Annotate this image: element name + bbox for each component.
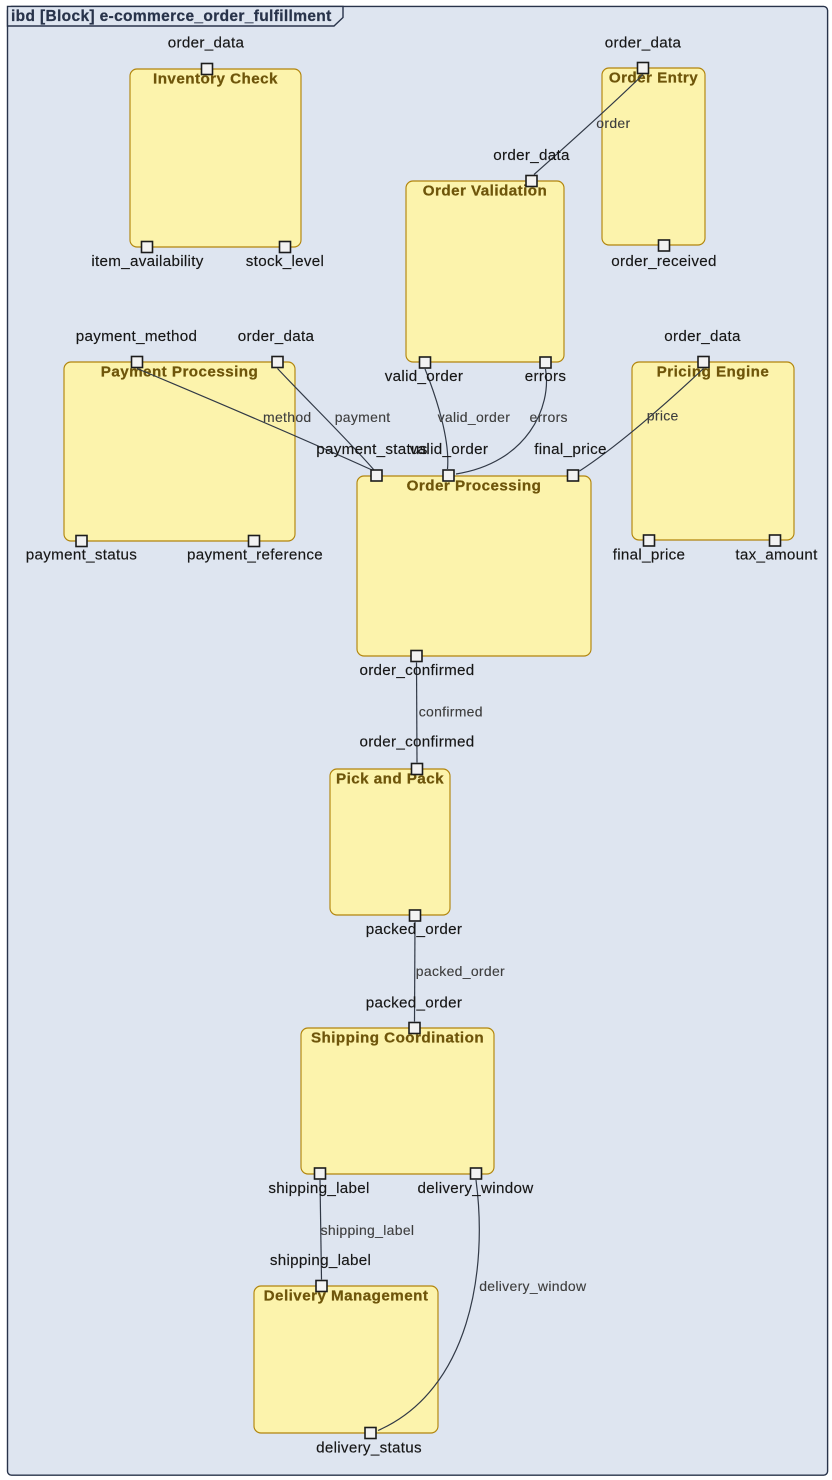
svg-text:packed_order: packed_order (416, 963, 505, 979)
svg-text:Delivery Management: Delivery Management (264, 1288, 429, 1305)
svg-text:order_data: order_data (605, 35, 682, 52)
svg-text:shipping_label: shipping_label (321, 1222, 415, 1238)
svg-text:payment_method: payment_method (76, 328, 198, 345)
svg-text:delivery_status: delivery_status (316, 1440, 422, 1457)
svg-text:shipping_label: shipping_label (268, 1180, 369, 1197)
svg-text:packed_order: packed_order (366, 921, 462, 938)
svg-text:order_data: order_data (168, 35, 245, 52)
svg-text:final_price: final_price (534, 441, 607, 458)
svg-text:Inventory Check: Inventory Check (153, 71, 278, 88)
svg-text:order_confirmed: order_confirmed (359, 662, 474, 679)
svg-text:payment_reference: payment_reference (187, 547, 323, 564)
svg-text:delivery_window: delivery_window (418, 1180, 534, 1197)
svg-text:item_availability: item_availability (91, 253, 203, 270)
svg-text:order_confirmed: order_confirmed (359, 734, 474, 751)
svg-text:packed_order: packed_order (366, 995, 462, 1012)
svg-text:order_received: order_received (611, 253, 717, 270)
svg-text:order: order (596, 115, 630, 131)
svg-text:payment: payment (335, 409, 391, 425)
svg-text:Pricing Engine: Pricing Engine (657, 364, 770, 381)
svg-text:ibd [Block] e-commerce_order_f: ibd [Block] e-commerce_order_fulfillment (11, 8, 332, 25)
svg-text:Pick and Pack: Pick and Pack (336, 771, 444, 788)
svg-text:Order Validation: Order Validation (423, 183, 548, 200)
svg-text:tax_amount: tax_amount (735, 547, 818, 564)
svg-text:Shipping Coordination: Shipping Coordination (311, 1030, 484, 1047)
svg-text:Order Entry: Order Entry (609, 70, 698, 87)
svg-text:final_price: final_price (613, 547, 686, 564)
svg-text:errors: errors (525, 368, 567, 385)
svg-text:Order Processing: Order Processing (407, 478, 542, 495)
svg-text:order_data: order_data (664, 328, 741, 345)
svg-text:shipping_label: shipping_label (270, 1252, 371, 1269)
svg-text:delivery_window: delivery_window (479, 1278, 587, 1294)
svg-text:price: price (647, 408, 679, 424)
svg-text:errors: errors (530, 409, 568, 425)
svg-text:valid_order: valid_order (438, 409, 511, 425)
svg-text:Payment Processing: Payment Processing (101, 364, 259, 381)
svg-text:stock_level: stock_level (246, 253, 324, 270)
svg-text:order_data: order_data (493, 147, 570, 164)
svg-text:payment_status: payment_status (316, 441, 428, 458)
svg-text:payment_status: payment_status (26, 547, 138, 564)
svg-text:valid_order: valid_order (410, 441, 488, 458)
svg-text:order_data: order_data (238, 328, 315, 345)
svg-text:method: method (263, 409, 312, 425)
svg-text:confirmed: confirmed (419, 704, 483, 720)
svg-text:valid_order: valid_order (385, 368, 463, 385)
